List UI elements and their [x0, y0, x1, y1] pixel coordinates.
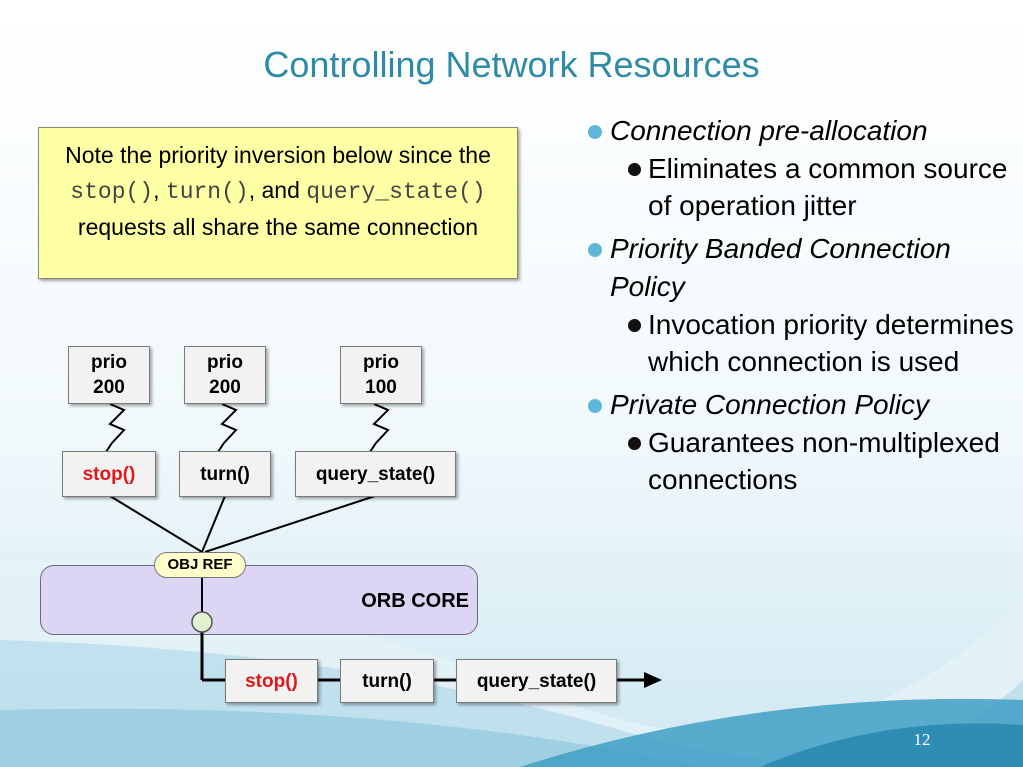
priority-value: 200: [93, 377, 125, 398]
priority-box-2: prio 200: [184, 346, 266, 404]
bullet-priority-banded-policy: Priority Banded Connection Policy: [586, 230, 1016, 306]
priority-value: 100: [365, 377, 397, 398]
note-text-1: Note the priority inversion below since …: [65, 142, 491, 168]
priority-value: 200: [209, 377, 241, 398]
request-stop: stop(): [62, 451, 156, 497]
note-code-turn: turn(): [165, 179, 249, 205]
sub-bullet-invocation-priority: Invocation priority determines which con…: [624, 306, 1016, 380]
note-text-3: requests all share the same connection: [77, 214, 479, 240]
sub-bullet-non-multiplexed: Guarantees non-multiplexed connections: [624, 424, 1016, 498]
priority-label: prio: [363, 352, 399, 373]
orb-core: ORB CORE: [40, 565, 478, 635]
bullet-list: Connection pre-allocation Eliminates a c…: [586, 112, 1016, 504]
priority-label: prio: [207, 352, 243, 373]
note-code-stop: stop(): [70, 179, 154, 205]
note-text-2: , and: [248, 177, 307, 203]
slide-title: Controlling Network Resources: [263, 44, 760, 85]
request-query-state: query_state(): [295, 451, 456, 497]
queued-turn: turn(): [340, 659, 434, 703]
priority-label: prio: [91, 352, 127, 373]
obj-ref-badge: OBJ REF: [154, 552, 246, 578]
priority-box-1: prio 200: [68, 346, 150, 404]
queued-query-state: query_state(): [456, 659, 617, 703]
page-number: 12: [913, 730, 931, 749]
bullet-private-connection-policy: Private Connection Policy: [586, 386, 1016, 424]
sub-bullet-jitter: Eliminates a common source of operation …: [624, 150, 1016, 224]
priority-box-3: prio 100: [340, 346, 422, 404]
bullet-connection-preallocation: Connection pre-allocation: [586, 112, 1016, 150]
request-turn: turn(): [179, 451, 271, 497]
note-separator: ,: [153, 177, 166, 203]
queued-stop: stop(): [225, 659, 318, 703]
priority-inversion-note: Note the priority inversion below since …: [38, 127, 518, 279]
note-code-query-state: query_state(): [306, 179, 486, 205]
orb-core-label: ORB CORE: [361, 590, 469, 612]
